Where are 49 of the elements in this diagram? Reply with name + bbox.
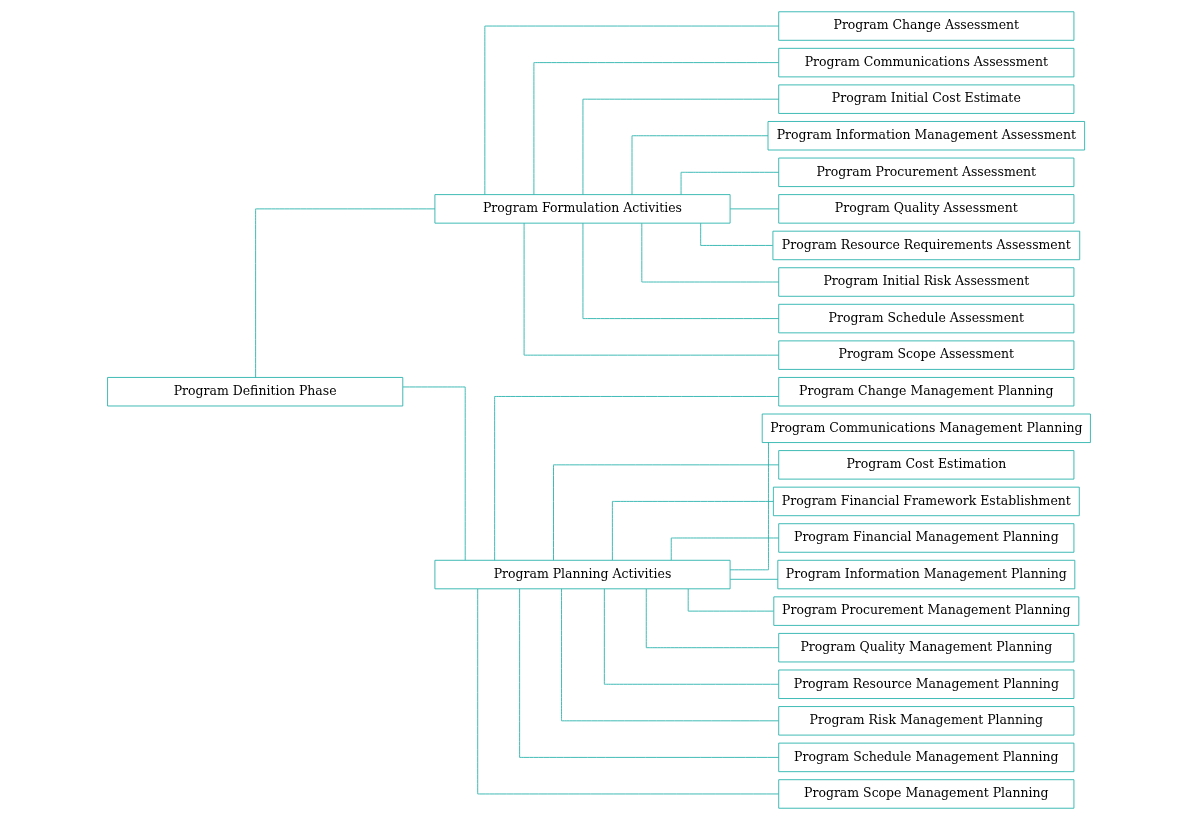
node-box: Program Schedule Assessment — [777, 303, 1074, 334]
node-box: Program Resource Requirements Assessment — [771, 230, 1080, 261]
connector — [631, 135, 768, 195]
node-box: Program Procurement Assessment — [777, 157, 1074, 188]
node-box: Program Financial Management Planning — [777, 523, 1074, 553]
connector — [729, 578, 778, 580]
connector — [483, 25, 779, 195]
connector — [640, 222, 779, 283]
node-box: Program Communications Assessment — [777, 47, 1074, 78]
connector — [476, 588, 779, 795]
connector — [699, 222, 773, 246]
node-box: Program Risk Management Planning — [777, 706, 1074, 736]
node-box: Program Change Management Planning — [777, 377, 1074, 407]
node-box: Program Scope Assessment — [777, 340, 1074, 370]
node-box: Program Cost Estimation — [777, 450, 1074, 480]
connector — [645, 588, 779, 649]
connector — [670, 537, 779, 561]
node-box: Program Communications Management Planning — [761, 413, 1091, 443]
connector — [518, 588, 779, 758]
connector — [729, 208, 779, 210]
node-box: Program Initial Risk Assessment — [777, 267, 1074, 297]
node-box: Program Schedule Management Planning — [777, 742, 1074, 773]
connector — [532, 62, 779, 196]
node-box: Program Resource Management Planning — [777, 669, 1074, 699]
node-box: Program Quality Management Planning — [777, 632, 1074, 663]
node-box: Program Information Management Planning — [776, 559, 1075, 590]
node-box: Program Quality Assessment — [777, 194, 1074, 224]
node-box: Program Change Assessment — [777, 11, 1074, 41]
connector — [582, 98, 779, 195]
connector — [680, 171, 779, 195]
connector — [611, 500, 774, 561]
connector — [523, 222, 779, 356]
connector — [560, 588, 779, 722]
connector — [603, 588, 779, 685]
node-box: Program Procurement Management Planning — [772, 596, 1079, 626]
node-box: Program Initial Cost Estimate — [777, 84, 1074, 114]
node-box: Program Planning Activities — [433, 559, 731, 590]
connector — [687, 588, 774, 612]
connector — [493, 396, 779, 561]
node-box: Program Formulation Activities — [433, 194, 731, 224]
node-box: Program Definition Phase — [106, 377, 403, 407]
node-box: Program Financial Framework Establishment — [772, 486, 1080, 517]
connector — [582, 222, 779, 320]
node-box: Program Scope Management Planning — [777, 779, 1074, 809]
node-box: Program Information Management Assessment — [767, 121, 1085, 151]
connector — [552, 464, 779, 561]
connector — [729, 442, 769, 571]
connector — [402, 386, 466, 561]
connector — [254, 208, 435, 378]
